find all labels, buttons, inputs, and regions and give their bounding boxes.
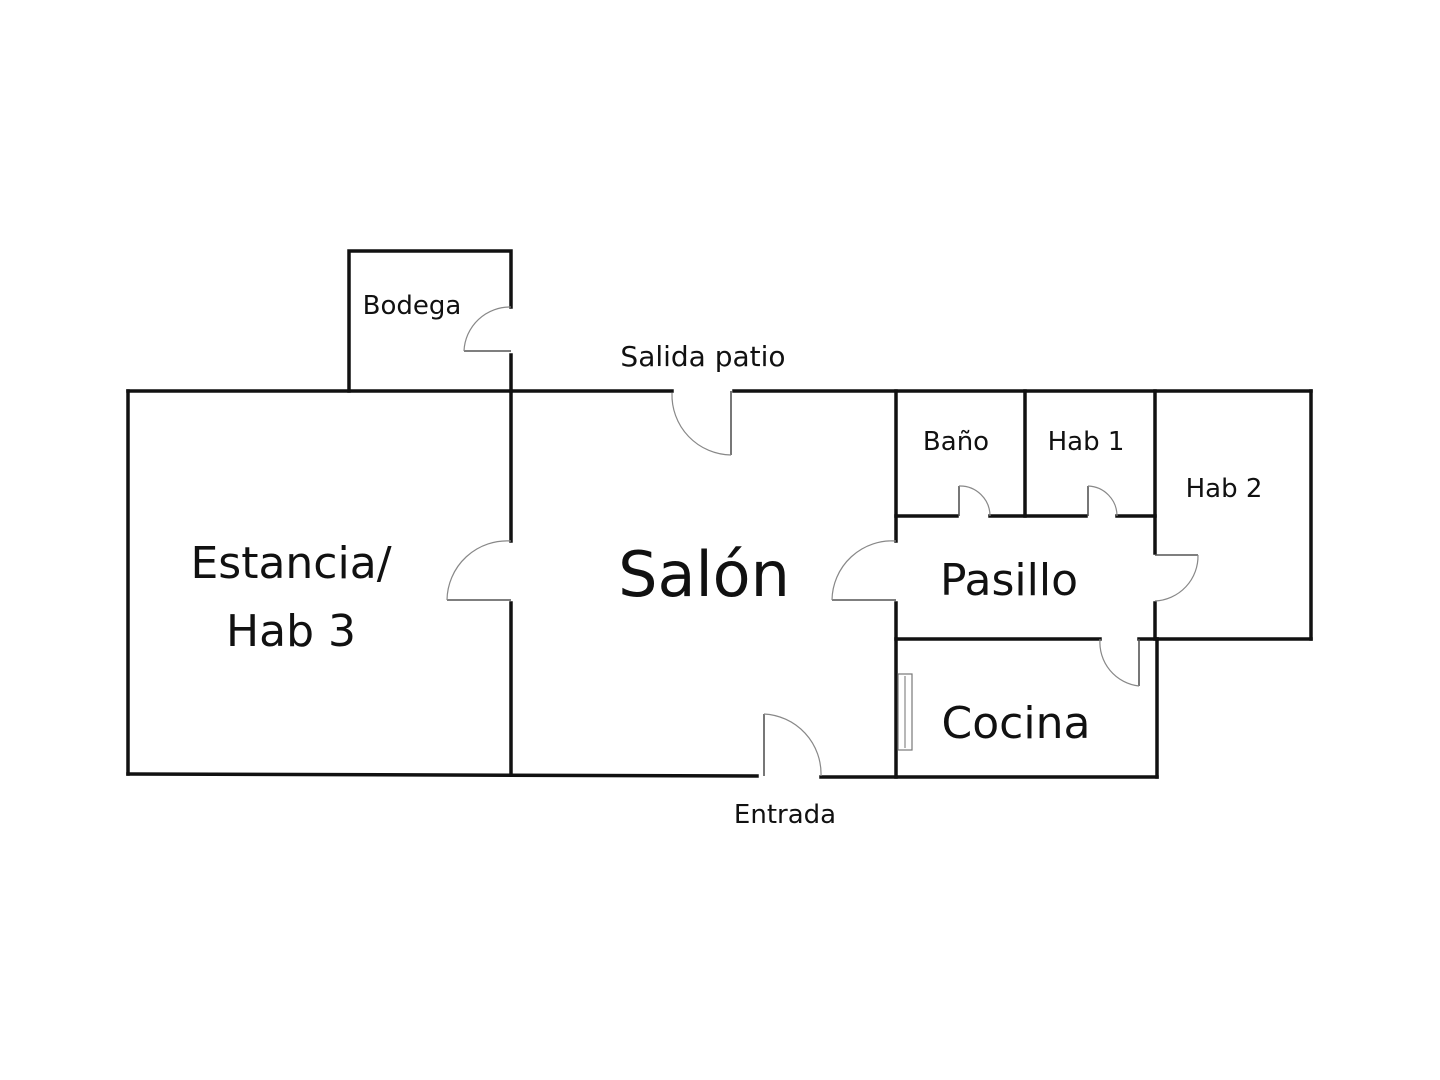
room-labels: Bodega Salida patio Baño Hab 1 Hab 2 Est… xyxy=(190,291,1262,830)
hab2-door xyxy=(1154,554,1199,602)
entrada-label: Entrada xyxy=(734,800,836,830)
patio-door xyxy=(671,391,732,456)
cocina-door xyxy=(1099,638,1140,687)
estancia-label-line1: Estancia/ xyxy=(190,538,391,589)
bodega-label: Bodega xyxy=(363,291,462,321)
cocina-label: Cocina xyxy=(942,698,1091,749)
walls xyxy=(126,249,1313,779)
salida-patio-label: Salida patio xyxy=(620,340,785,373)
outer-bottom-wall-left xyxy=(126,772,759,778)
hab1-label: Hab 1 xyxy=(1048,427,1125,457)
doors xyxy=(446,306,1199,777)
bano-label: Baño xyxy=(923,427,989,457)
salon-label: Salón xyxy=(618,538,790,611)
bodega-door xyxy=(463,306,512,352)
estancia-door xyxy=(446,540,512,601)
estancia-label-line2: Hab 3 xyxy=(226,606,356,657)
pasillo-label: Pasillo xyxy=(940,555,1078,606)
bodega-walls xyxy=(347,249,513,393)
hab2-label: Hab 2 xyxy=(1186,474,1263,504)
hab1-door xyxy=(1087,485,1118,517)
entrada-door xyxy=(763,713,822,777)
pasillo-west-door xyxy=(831,540,897,601)
cocina-window xyxy=(897,673,913,751)
bano-door xyxy=(958,485,991,517)
